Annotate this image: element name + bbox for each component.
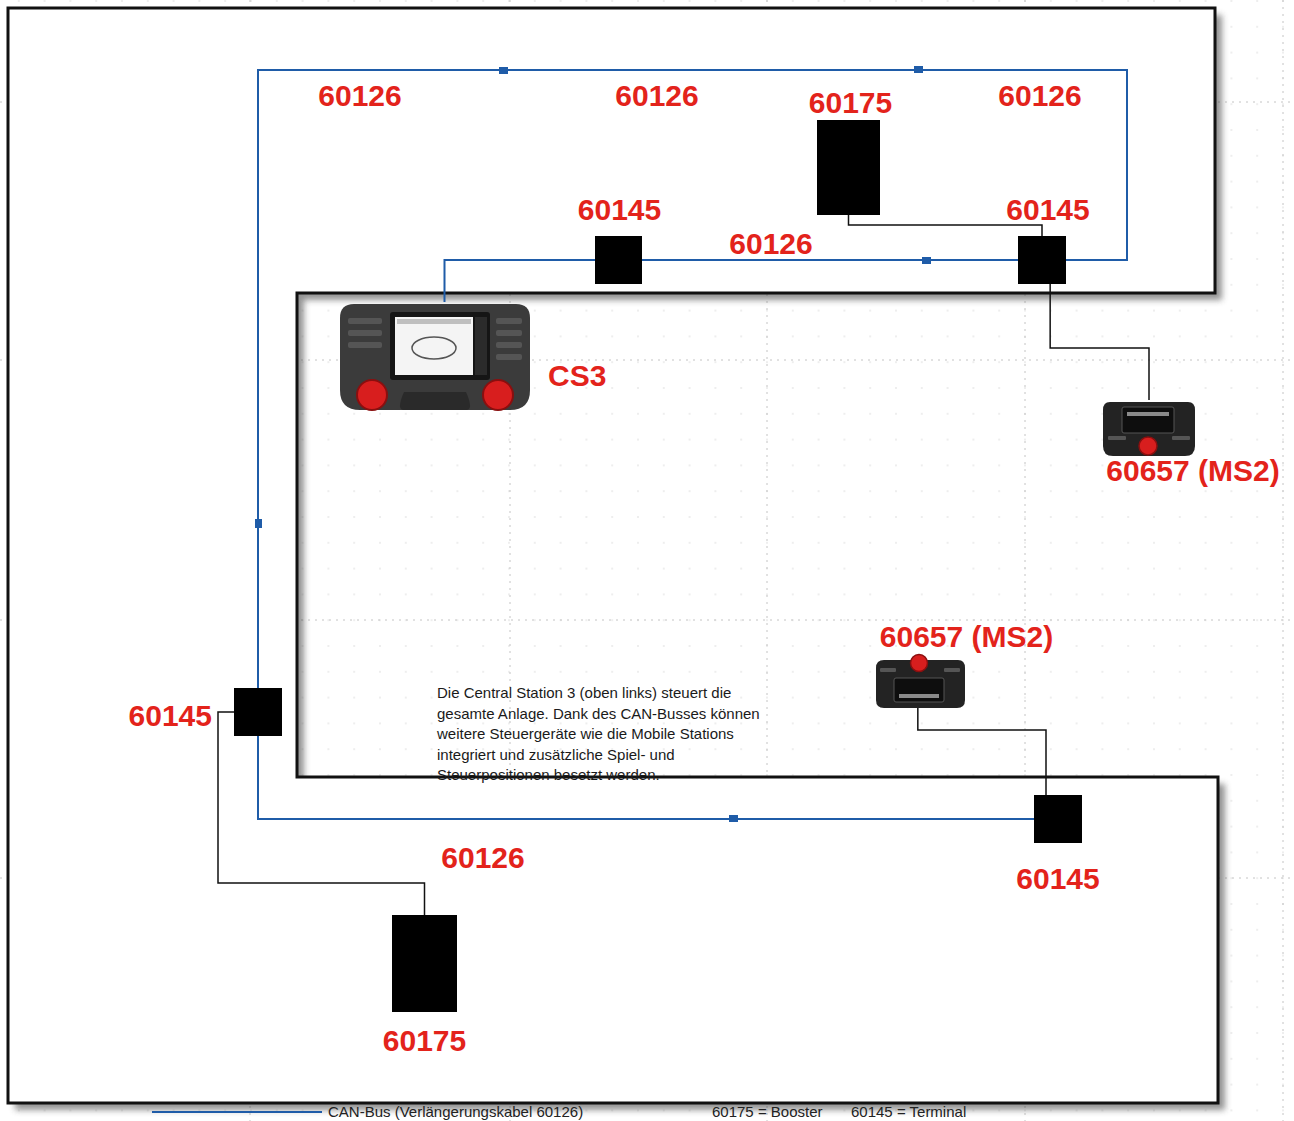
legend-text: 60145 = Terminal <box>851 1103 966 1120</box>
device-button <box>348 318 382 324</box>
device-button <box>1172 436 1190 440</box>
legend-entry: 60175 = Booster <box>712 1102 823 1120</box>
legend-line <box>152 1111 322 1113</box>
device-button <box>348 330 382 336</box>
control-knob <box>1139 437 1157 455</box>
device-button <box>880 668 896 672</box>
part-number-label: 60145 <box>578 195 661 225</box>
mobile-station: 60657 (MS2) <box>1103 400 1195 456</box>
part-number-label: CS3 <box>548 361 606 391</box>
part-number-label: 60175 <box>809 88 892 118</box>
device-screen <box>894 678 944 702</box>
legend-line-sample <box>152 1109 322 1115</box>
central-station-device <box>340 304 530 410</box>
terminal-box: 60145 <box>234 688 282 736</box>
cable-number: 60126 <box>729 229 812 259</box>
cable-number: 60126 <box>318 81 401 111</box>
device-screen <box>1122 407 1174 433</box>
cable-joint <box>922 257 931 264</box>
part-number-label: 60145 <box>1016 864 1099 894</box>
device-screen-bar <box>1127 412 1169 416</box>
booster-box: 60175 <box>817 120 880 215</box>
can-bus-cable <box>258 70 1127 688</box>
booster-box: 60175 <box>392 915 457 1012</box>
part-number-label: 60657 (MS2) <box>880 622 1053 652</box>
cable-joint <box>729 815 738 822</box>
legend-entry: CAN-Bus (Verlängerungskabel 60126) <box>152 1102 583 1120</box>
grid-line <box>1283 0 1284 1121</box>
device-screen-bar <box>475 317 487 375</box>
cable-number: 60126 <box>998 81 1081 111</box>
device-button <box>348 342 382 348</box>
terminal-box: 60145 <box>595 236 642 284</box>
part-number-label: 60175 <box>383 1026 466 1056</box>
control-knob <box>911 655 928 672</box>
terminal-box: 60145 <box>1034 795 1082 843</box>
device-cable <box>918 708 1046 795</box>
device-cable <box>1050 284 1149 400</box>
can-bus-cable <box>642 259 1018 261</box>
device-button <box>944 668 960 672</box>
board-outline <box>8 8 1218 1103</box>
device-grip <box>400 392 470 410</box>
mobile-station-device <box>1103 402 1195 456</box>
part-number-label: 60657 (MS2) <box>1106 456 1279 486</box>
terminal-box: 60145 <box>1018 236 1066 284</box>
cable-joint <box>255 519 262 528</box>
central-station: CS3 <box>340 302 530 410</box>
device-body <box>340 304 530 410</box>
part-number-label: 60145 <box>1006 195 1089 225</box>
device-screen <box>395 317 473 375</box>
device-button <box>496 354 522 360</box>
legend-text: 60175 = Booster <box>712 1103 823 1120</box>
device-screen-bar <box>397 319 471 324</box>
device-button <box>496 318 522 324</box>
description-note: Die Central Station 3 (oben links) steue… <box>437 683 782 786</box>
control-knob <box>357 380 387 410</box>
control-knob <box>483 380 513 410</box>
part-number-label: 60145 <box>129 701 212 731</box>
legend-text: CAN-Bus (Verlängerungskabel 60126) <box>328 1103 583 1120</box>
legend-entry: 60145 = Terminal <box>851 1102 966 1120</box>
cable-number: 60126 <box>615 81 698 111</box>
power-cable <box>218 712 425 915</box>
mobile-station: 60657 (MS2) <box>876 655 965 708</box>
device-screen-frame <box>390 312 490 380</box>
cable-joint <box>914 66 923 73</box>
device-screen-bar <box>899 694 939 698</box>
can-bus-cable <box>445 260 596 302</box>
cable-joint <box>499 67 508 74</box>
device-button <box>496 342 522 348</box>
mobile-station-device <box>876 655 965 709</box>
device-body <box>1103 402 1195 456</box>
device-button <box>496 330 522 336</box>
track-icon <box>412 337 456 359</box>
cable-number: 60126 <box>441 843 524 873</box>
device-button <box>1108 436 1126 440</box>
